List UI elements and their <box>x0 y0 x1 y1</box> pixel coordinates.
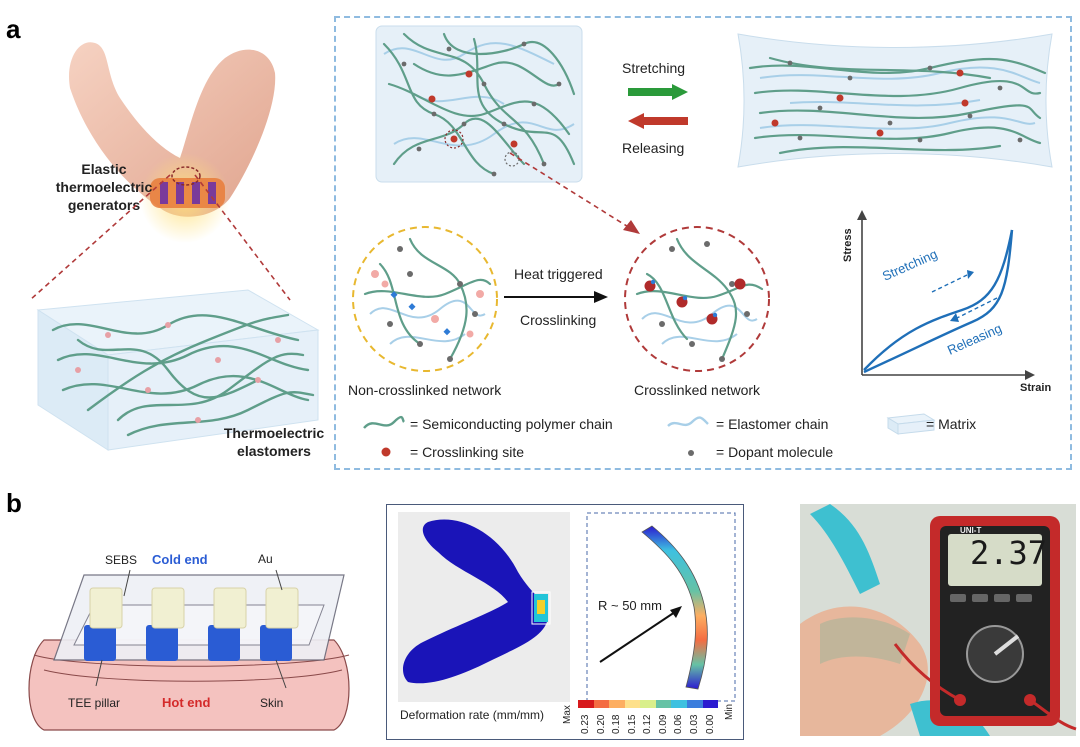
graph-ylabel: Stress <box>842 228 854 262</box>
network-stretched <box>737 33 1053 168</box>
colorbar-swatch <box>702 700 719 708</box>
releasing-label: Releasing <box>622 140 685 156</box>
block-label-line-1: Thermoelectric <box>223 425 325 441</box>
legend-elastomer: = Elastomer chain <box>716 416 829 432</box>
fea-radius-label: R ~ 50 mm <box>598 598 662 613</box>
elbow-label: Elastic thermoelectric generators <box>44 160 164 214</box>
colorbar-tick: 0.12 <box>642 714 654 734</box>
graph-xlabel: Strain <box>1020 382 1052 394</box>
colorbar-swatch <box>578 700 594 708</box>
stretching-label: Stretching <box>622 60 686 76</box>
heat-arrow <box>504 291 608 303</box>
colorbar-swatch <box>686 700 703 708</box>
legend-dopant: = Dopant molecule <box>716 444 834 460</box>
multimeter-brand: UNI-T <box>960 526 982 535</box>
colorbar-swatch <box>671 700 687 708</box>
elbow-label-line-2: thermoelectric <box>55 179 153 195</box>
crosslinked-label: Crosslinked network <box>634 382 761 398</box>
colorbar-tick: 0.23 <box>580 714 591 734</box>
colorbar-tick: 0.00 <box>704 714 716 734</box>
colorbar-tick: 0.18 <box>611 714 623 734</box>
colorbar-swatch <box>640 700 656 708</box>
legend-matrix: = Matrix <box>926 416 977 432</box>
crosslinking-label: Crosslinking <box>520 312 597 328</box>
device-schematic <box>28 569 350 731</box>
device-skin-label: Skin <box>260 696 284 710</box>
zoom-lines <box>29 174 291 301</box>
legend-polymer: = Semiconducting polymer chain <box>410 416 613 432</box>
colorbar-tick: 0.06 <box>673 714 685 734</box>
elbow-label-line-1: Elastic <box>81 161 127 177</box>
legend-matrix-icon <box>886 413 936 435</box>
block-label: Thermoelectric elastomers <box>214 424 334 460</box>
device-hot-end-label: Hot end <box>162 695 211 710</box>
noncrosslinked-label: Non-crosslinked network <box>348 382 502 398</box>
mechanism-frame <box>334 16 1072 470</box>
colorbar-tick: 0.15 <box>626 714 638 734</box>
crosslinked-circle <box>624 226 770 372</box>
multimeter-photo <box>800 504 1077 736</box>
block-label-line-2: elastomers <box>237 443 311 459</box>
colorbar <box>578 700 719 708</box>
fea-zoom-render <box>586 512 736 702</box>
device-au-label: Au <box>258 552 273 566</box>
releasing-arrow <box>628 113 688 129</box>
noncrosslinked-circle <box>352 226 498 372</box>
colorbar-tick: 0.03 <box>688 714 700 734</box>
colorbar-ticks: 0.23 0.20 0.18 0.15 0.12 0.09 0.06 0.03 … <box>578 710 718 738</box>
colorbar-tick: 0.09 <box>657 714 669 734</box>
legend-dopant-icon <box>688 450 694 456</box>
elbow-illustration <box>69 42 276 243</box>
colorbar-max-label: Max <box>562 705 573 724</box>
network-relaxed <box>375 25 583 183</box>
multimeter-display: 2.37 <box>970 534 1048 572</box>
colorbar-swatch <box>655 700 672 708</box>
zoom-arrow <box>509 152 640 234</box>
legend-elastomer-icon <box>667 416 709 427</box>
colorbar-min-label: Min <box>724 703 735 720</box>
panel-letter-a: a <box>6 14 21 44</box>
panel-letter-b: b <box>6 488 22 518</box>
device-sebs-label: SEBS <box>105 553 138 567</box>
legend-crosslink: = Crosslinking site <box>410 444 524 460</box>
fea-caption: Deformation rate (mm/mm) <box>400 708 545 722</box>
colorbar-swatch <box>624 700 641 708</box>
device-tee-pillar-label: TEE pillar <box>68 696 121 710</box>
fea-arm-render <box>398 512 570 702</box>
colorbar-tick: 0.20 <box>595 714 607 734</box>
colorbar-swatch <box>593 700 610 708</box>
heat-triggered-label: Heat triggered <box>514 266 603 282</box>
legend-crosslink-icon <box>381 447 391 457</box>
device-cold-end-label: Cold end <box>152 552 208 567</box>
elastomer-block <box>36 289 320 451</box>
legend-polymer-icon <box>363 415 406 429</box>
stretching-arrow <box>628 84 688 100</box>
colorbar-swatch <box>609 700 625 708</box>
stress-strain-graph <box>857 210 1035 380</box>
elbow-label-line-3: generators <box>67 197 141 213</box>
